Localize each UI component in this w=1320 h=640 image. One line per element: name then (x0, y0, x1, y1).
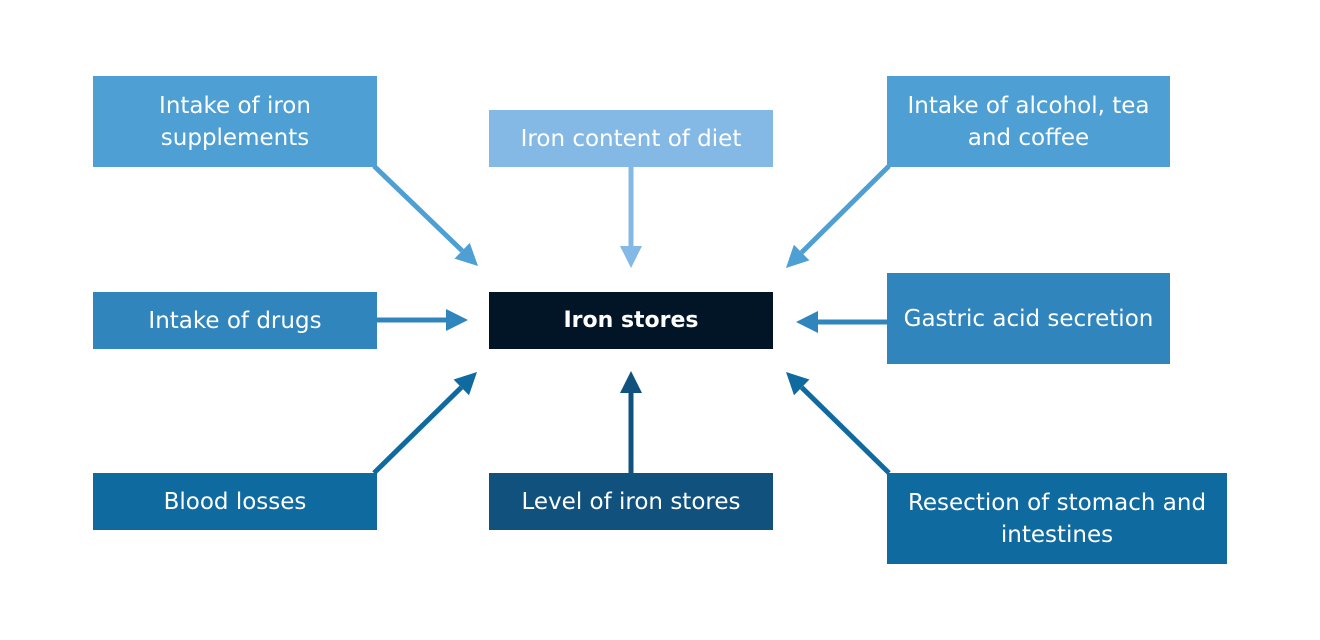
arrowhead-alc-to-center (786, 244, 810, 268)
arrowhead-diet-to-center (620, 246, 642, 268)
arrowhead-supp-to-center (454, 242, 478, 266)
arrow-supp-to-center (372, 164, 464, 253)
factor-iron-content-of-diet: Iron content of diet (489, 110, 773, 167)
arrowhead-blood-to-center (453, 372, 477, 396)
arrow-blood-to-center (372, 385, 464, 475)
center-node-iron-stores: Iron stores (489, 292, 773, 349)
arrow-resect-to-center (799, 385, 891, 475)
factor-gastric-acid-secretion: Gastric acid secretion (887, 273, 1170, 364)
factor-blood-losses: Blood losses (93, 473, 377, 530)
factor-alcohol-tea-coffee: Intake of alcohol, tea and coffee (887, 76, 1170, 167)
factor-resection-stomach-intestines: Resection of stomach and intestines (887, 473, 1227, 564)
arrowhead-level-to-center (620, 371, 642, 393)
arrowhead-resect-to-center (786, 372, 810, 396)
arrowhead-gastric-to-center (796, 311, 818, 333)
arrow-alc-to-center (799, 164, 891, 255)
factor-level-of-iron-stores: Level of iron stores (489, 473, 773, 530)
arrowhead-drugs-to-center (446, 309, 468, 331)
factor-iron-supplements: Intake of iron supplements (93, 76, 377, 167)
factor-intake-of-drugs: Intake of drugs (93, 292, 377, 349)
